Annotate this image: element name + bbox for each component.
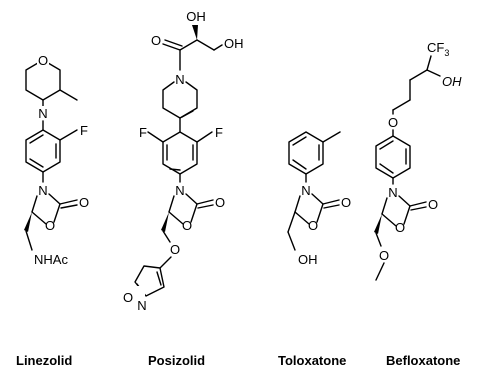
befloxatone-carbonyl-o: O	[428, 197, 438, 212]
posizolid-isox-n: N	[137, 298, 146, 313]
toloxatone-structure: N O O OH Toloxatone	[278, 131, 351, 368]
linezolid-structure: O N F N O O NHAc Linezolid	[16, 53, 89, 368]
befloxatone-ether-o: O	[388, 115, 398, 130]
befloxatone-name: Befloxatone	[386, 353, 460, 368]
toloxatone-carbonyl-o: O	[341, 195, 351, 210]
posizolid-f-right: F	[215, 125, 223, 140]
linezolid-carbonyl-o: O	[79, 195, 89, 210]
posizolid-oh-1: OH	[186, 9, 206, 24]
befloxatone-methoxy-o: O	[379, 248, 389, 263]
posizolid-ring-n: N	[175, 183, 184, 198]
toloxatone-ring-n: N	[301, 183, 310, 198]
posizolid-isox-o: O	[123, 290, 133, 305]
linezolid-fluoro: F	[80, 123, 88, 138]
linezolid-ring-n: N	[38, 183, 47, 198]
linezolid-morpholine-n: N	[38, 106, 47, 121]
posizolid-ring-o: O	[182, 218, 192, 233]
posizolid-f-left: F	[139, 125, 147, 140]
toloxatone-name: Toloxatone	[278, 353, 346, 368]
toloxatone-ring-o: O	[308, 218, 318, 233]
linezolid-benzene	[25, 129, 61, 173]
linezolid-nhac: NHAc	[34, 252, 68, 267]
posizolid-pyr-n: N	[175, 72, 184, 87]
befloxatone-structure: CF3 OH O N O O O Befloxatone	[374, 40, 462, 368]
linezolid-morpholine-o: O	[38, 53, 48, 68]
posizolid-acyl-o: O	[151, 33, 161, 48]
posizolid-carbonyl-o: O	[215, 195, 225, 210]
toloxatone-oh: OH	[298, 252, 318, 267]
linezolid-name: Linezolid	[16, 353, 72, 368]
posizolid-oh-2: OH	[224, 36, 244, 51]
posizolid-structure: O OH OH N F F N O O O	[123, 9, 244, 368]
linezolid-ring-o: O	[45, 218, 55, 233]
befloxatone-cf3: CF3	[427, 40, 449, 58]
posizolid-name: Posizolid	[148, 353, 205, 368]
befloxatone-oh: OH	[442, 74, 462, 89]
posizolid-link-o: O	[170, 242, 180, 257]
befloxatone-ring-n: N	[388, 185, 397, 200]
befloxatone-ring-o: O	[395, 220, 405, 235]
